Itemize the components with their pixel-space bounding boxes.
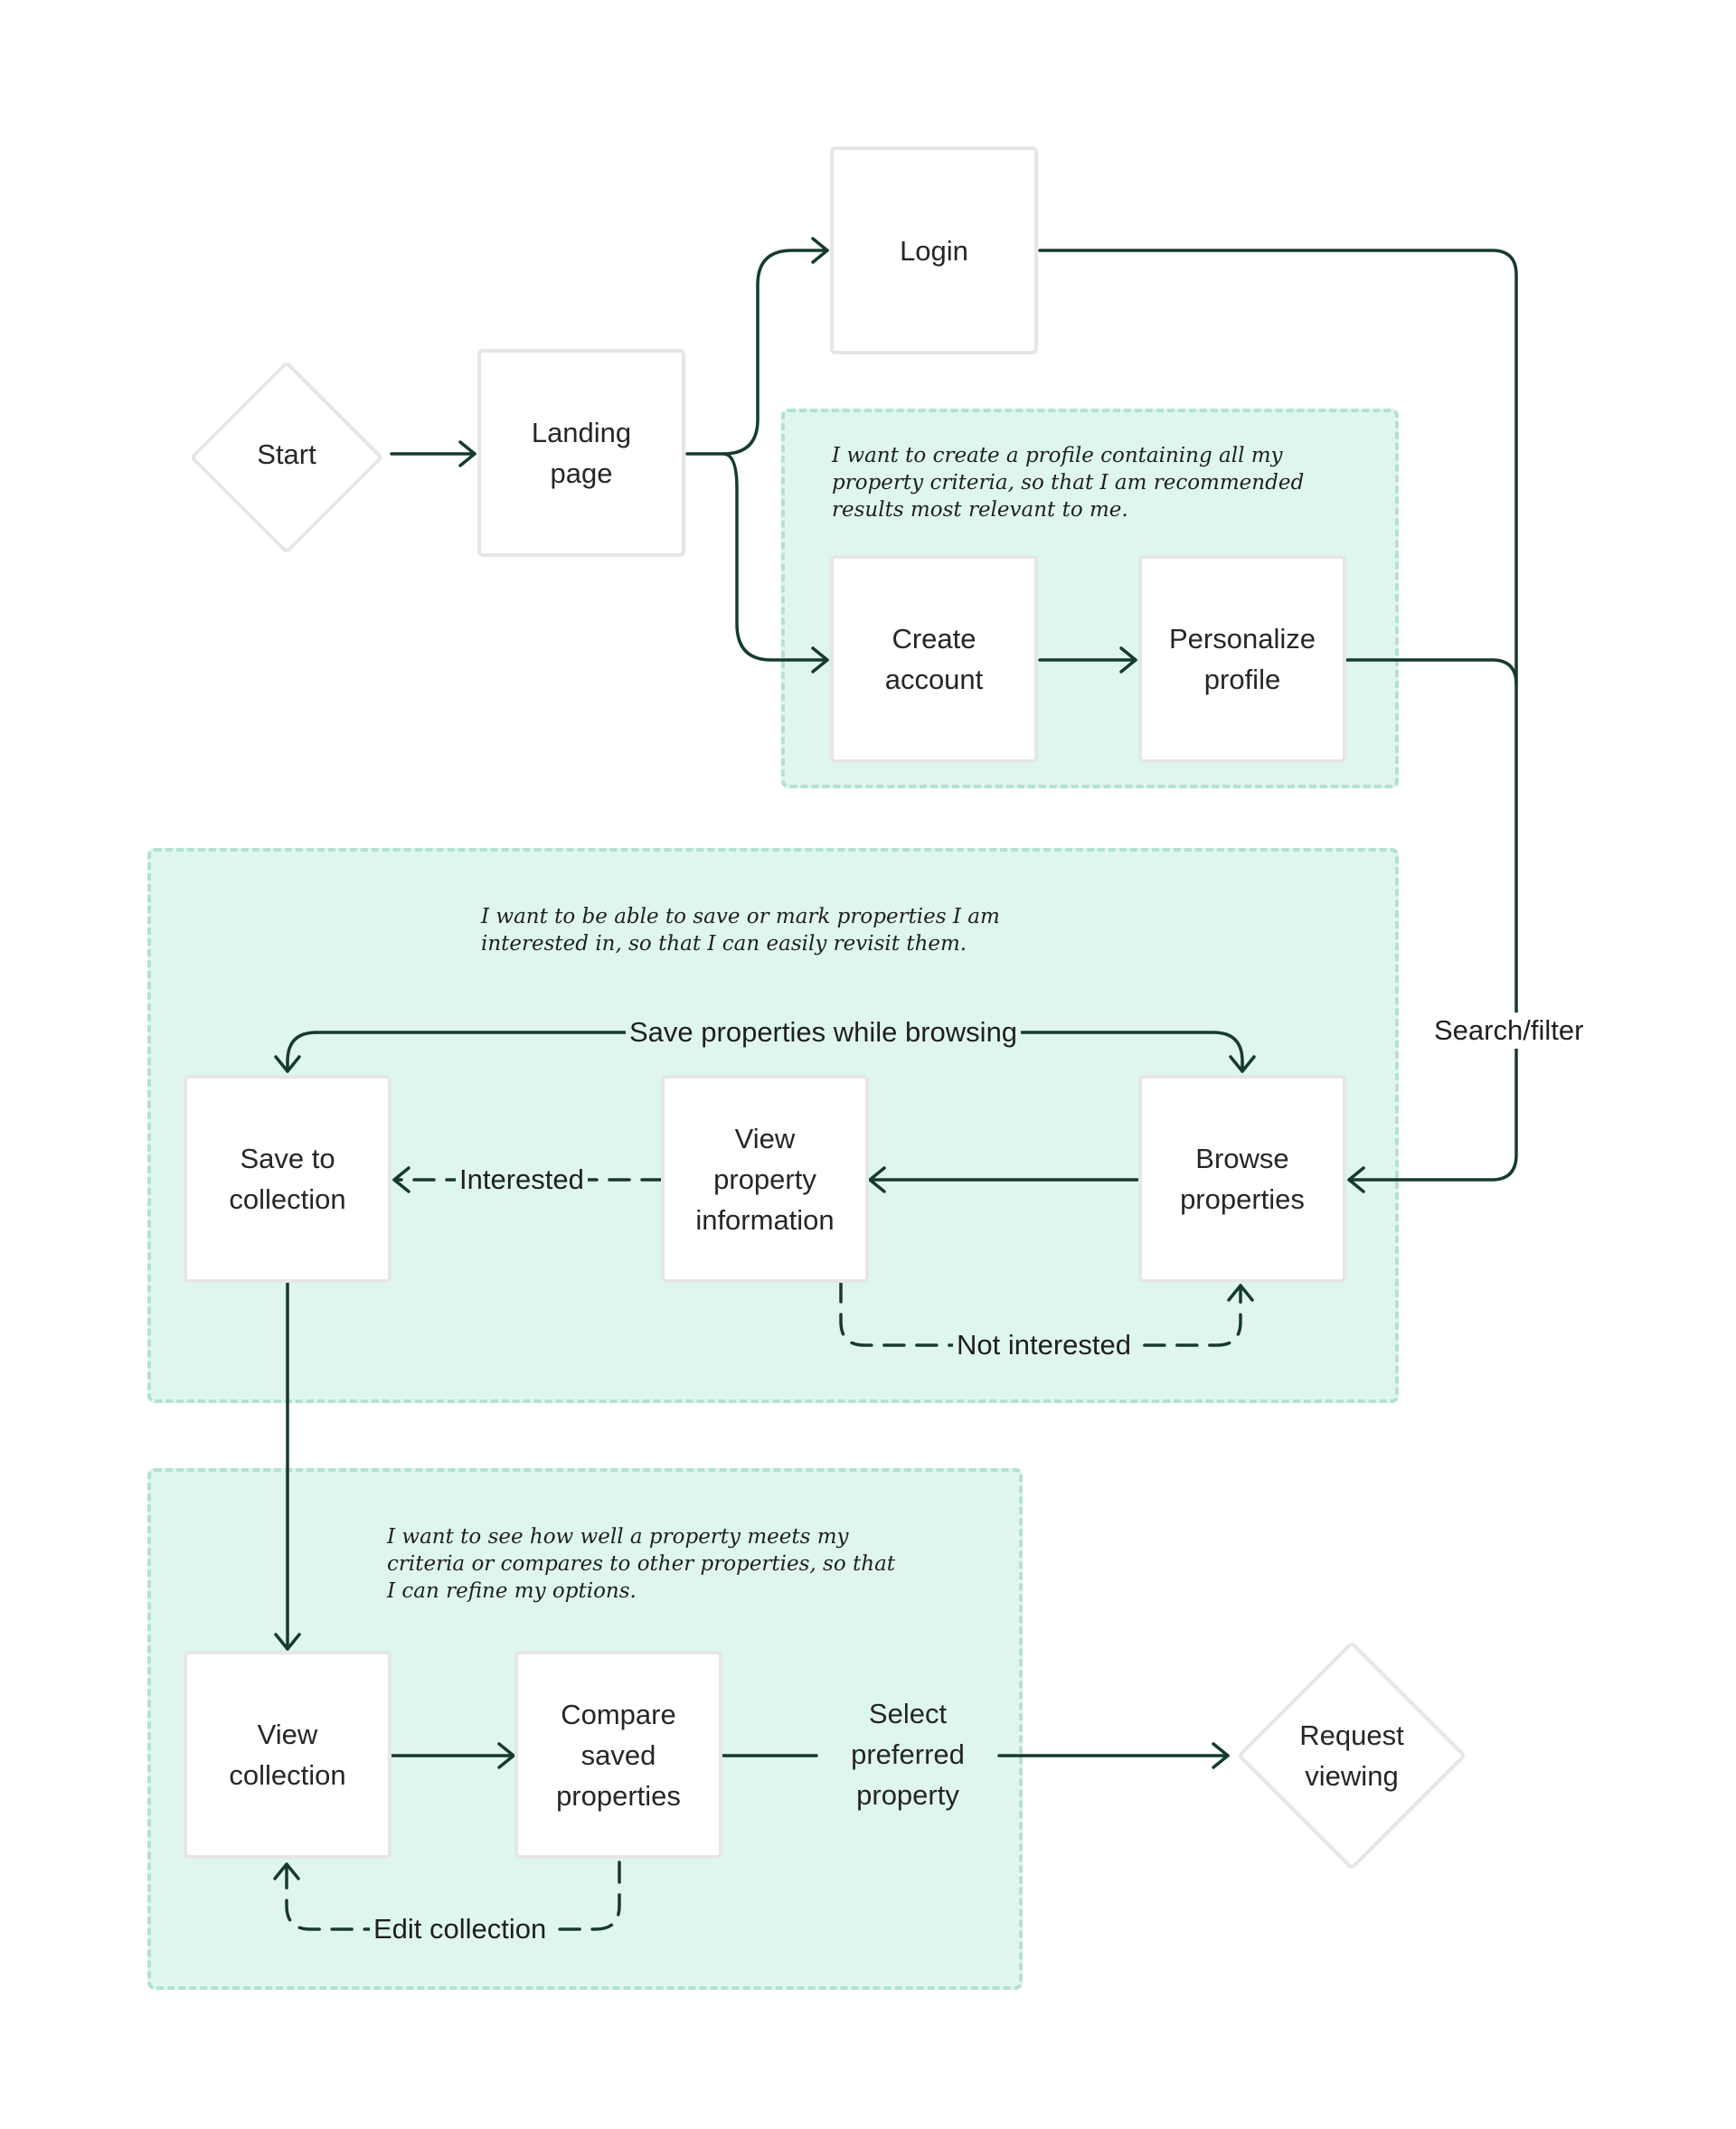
view-collection-node: View collection (184, 1651, 392, 1859)
save-while-browsing-label: Save properties while browsing (626, 1014, 1022, 1050)
request-viewing-label: Request viewing (1299, 1719, 1404, 1792)
save-to-collection-node: Save to collection (184, 1075, 392, 1283)
compare-story-note: I want to see how well a property meets … (387, 1525, 896, 1603)
edge-landing-create (722, 452, 829, 674)
edge-personalize-trunk (1345, 658, 1518, 686)
profile-story-note: I want to create a profile containing al… (832, 444, 1305, 522)
personalize-profile-node: Personalize profile (1138, 555, 1346, 763)
edge-edit-collection (273, 1861, 621, 1931)
compare-saved-properties-node: Compare saved properties (514, 1651, 722, 1859)
interested-label: Interested (456, 1162, 588, 1198)
landing-page-node: Landing page (477, 349, 685, 557)
save-story-note: I want to be able to save or mark proper… (481, 905, 1000, 956)
search-filter-label: Search/filter (1430, 1013, 1588, 1049)
browse-properties-node: Browse properties (1138, 1075, 1346, 1283)
edit-collection-label: Edit collection (370, 1911, 551, 1947)
start-label: Start (257, 438, 316, 470)
edge-save-while-browsing-left (274, 1031, 318, 1073)
edge-not-interested (839, 1280, 1254, 1347)
create-account-node: Create account (830, 555, 1038, 763)
view-property-info-node: View property information (661, 1075, 869, 1283)
not-interested-label: Not interested (953, 1327, 1135, 1363)
edge-login-browse (1038, 249, 1518, 1193)
select-preferred-property-label: Select preferred property (851, 1697, 965, 1811)
login-node: Login (830, 146, 1038, 354)
edge-save-while-browsing (315, 1031, 1256, 1073)
edge-landing-login (685, 237, 829, 456)
